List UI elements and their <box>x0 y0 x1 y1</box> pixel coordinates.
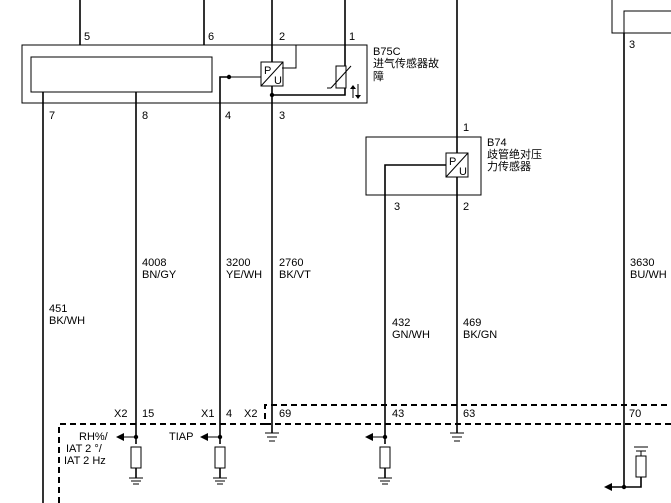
wire-469-number: 469 <box>463 317 481 329</box>
b75c-module: P U B75C 进气传感器故 障 5 6 2 1 7 8 4 3 <box>21 31 439 122</box>
b75c-pin-3: 3 <box>279 110 285 122</box>
connector-x1-label: X1 <box>201 408 214 420</box>
wire-432-color: GN/WH <box>392 329 430 341</box>
b74-id: B74 <box>487 137 507 149</box>
wire-label-4008: 4008 BN/GY <box>142 257 177 281</box>
b75c-inner-box <box>30 56 213 93</box>
sensor-p-label: P <box>264 65 271 77</box>
wire-3200-number: 3200 <box>226 257 250 269</box>
b74-pressure-sensor-icon: P U <box>445 152 469 178</box>
b75c-pin-6: 6 <box>208 31 214 43</box>
connector-pin-43: 43 <box>392 408 404 420</box>
pin4-input-circuit: TIAP <box>169 431 227 485</box>
b75c-pin-7: 7 <box>49 110 55 122</box>
b75c-id: B75C <box>373 46 401 58</box>
signal-rh-line3: IAT 2 Hz <box>64 455 106 467</box>
b75c-pin-5: 5 <box>84 31 90 43</box>
connector-x2-label: X2 <box>114 408 127 420</box>
b74-name-line2: 力传感器 <box>487 160 531 173</box>
signal-rh-line2: IAT 2 °/ <box>66 443 103 455</box>
b75c-pin-4: 4 <box>225 110 231 122</box>
sensor-u-label-2: U <box>459 166 467 178</box>
b75c-pin-8: 8 <box>142 110 148 122</box>
wire-432-number: 432 <box>392 317 410 329</box>
right-module-pin-3: 3 <box>629 39 635 51</box>
b74-module: P U B74 歧管绝对压 力传感器 1 3 2 <box>365 0 542 213</box>
pin70-input-circuit <box>604 446 648 491</box>
wire-4008-number: 4008 <box>142 257 166 269</box>
signal-tiap: TIAP <box>169 431 193 443</box>
wire-label-451: 451 BK/WH <box>49 303 85 327</box>
pin63-ground-icon <box>450 432 464 442</box>
wire-2760-number: 2760 <box>279 257 303 269</box>
b75c-outer-box <box>21 44 368 104</box>
b74-name-line1: 歧管绝对压 <box>487 147 542 161</box>
wire-3200-color: YE/WH <box>226 269 262 281</box>
connector-pin-69: 69 <box>279 408 291 420</box>
sensor-p-label-2: P <box>449 156 456 168</box>
b75c-name-line2: 障 <box>373 69 384 83</box>
wire-4008-color: BN/GY <box>142 269 177 281</box>
b75c-pin-2: 2 <box>279 31 285 43</box>
connector-x2b-label: X2 <box>244 408 257 420</box>
wire-451-number: 451 <box>49 303 67 315</box>
connector-pin-70: 70 <box>629 408 641 420</box>
wire-2760-color: BK/VT <box>279 269 311 281</box>
wire-label-469: 469 BK/GN <box>463 317 497 341</box>
wire-label-2760: 2760 BK/VT <box>279 257 311 281</box>
signal-rh-line1: RH%/ <box>79 431 109 443</box>
sensor-u-label: U <box>274 75 282 87</box>
b75c-pin-1: 1 <box>349 31 355 43</box>
wire-3630-color: BU/WH <box>630 269 667 281</box>
pin69-ground-icon <box>265 432 279 442</box>
b74-box <box>365 136 482 196</box>
wire-451-color: BK/WH <box>49 315 85 327</box>
wire-label-432: 432 GN/WH <box>392 317 430 341</box>
wire-label-3200: 3200 YE/WH <box>226 257 262 281</box>
b75c-thermistor-icon <box>327 65 361 99</box>
b74-pin-2: 2 <box>463 201 469 213</box>
b75c-pressure-sensor-icon: P U <box>260 61 284 87</box>
pin43-input-circuit <box>365 433 392 485</box>
pin15-input-circuit: RH%/ IAT 2 °/ IAT 2 Hz <box>64 431 143 485</box>
connector-pin-63: 63 <box>463 408 475 420</box>
b75c-name-line1: 进气传感器故 <box>373 56 439 70</box>
wire-469-color: BK/GN <box>463 329 497 341</box>
wire-3630-number: 3630 <box>630 257 654 269</box>
connector-pin-4: 4 <box>226 408 232 420</box>
wire-label-3630: 3630 BU/WH <box>630 257 667 281</box>
b74-pin-1: 1 <box>463 122 469 134</box>
b74-pin-3: 3 <box>394 201 400 213</box>
right-module-fragment: 3 <box>611 0 671 487</box>
connector-pin-15: 15 <box>142 408 154 420</box>
ecu-boundary <box>58 404 671 503</box>
